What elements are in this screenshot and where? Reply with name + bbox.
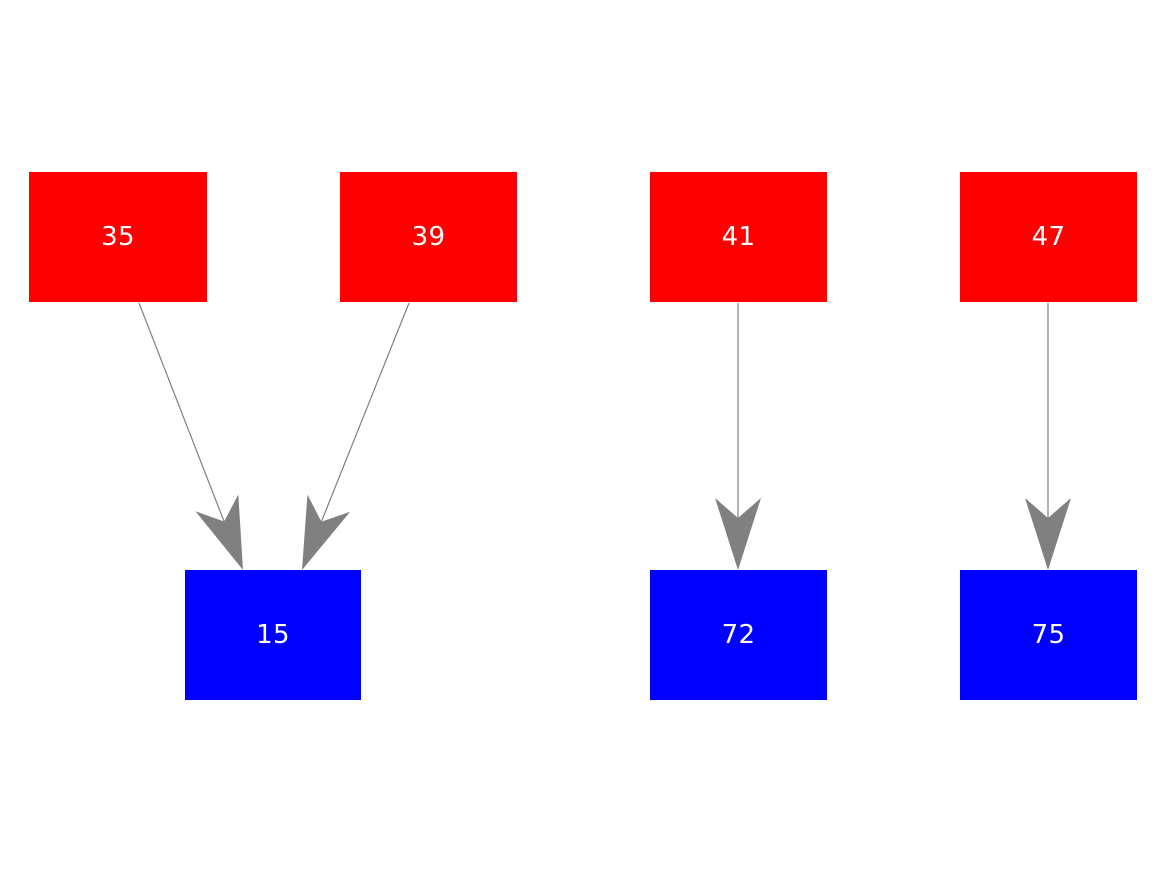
graph-node-39[interactable]: 39 bbox=[340, 172, 517, 302]
edge-arrowhead-icon bbox=[195, 494, 243, 570]
graph-node-41[interactable]: 41 bbox=[650, 172, 827, 302]
node-label: 41 bbox=[721, 222, 756, 252]
edge-arrowhead-icon bbox=[302, 494, 351, 570]
node-label: 15 bbox=[256, 620, 290, 650]
edges-group bbox=[138, 302, 1071, 570]
edge-arrowhead-icon bbox=[1025, 498, 1071, 570]
graph-node-75[interactable]: 75 bbox=[960, 570, 1137, 700]
edge-line bbox=[138, 302, 225, 522]
edge-arrowhead-icon bbox=[715, 498, 761, 570]
node-label: 75 bbox=[1031, 620, 1066, 650]
graph-node-47[interactable]: 47 bbox=[960, 172, 1137, 302]
node-label: 47 bbox=[1031, 222, 1066, 252]
node-label: 39 bbox=[411, 222, 446, 252]
node-label: 72 bbox=[721, 620, 756, 650]
graph-node-35[interactable]: 35 bbox=[29, 172, 207, 302]
node-label: 35 bbox=[101, 222, 135, 252]
graph-node-15[interactable]: 15 bbox=[185, 570, 361, 700]
graph-node-72[interactable]: 72 bbox=[650, 570, 827, 700]
edge-line bbox=[320, 302, 410, 522]
